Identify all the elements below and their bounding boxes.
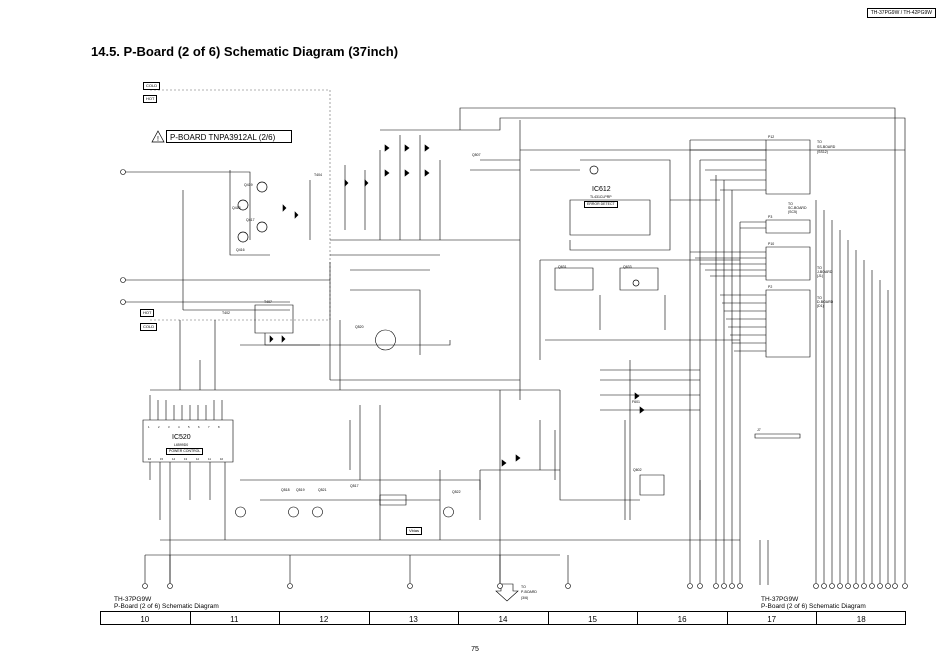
column-number: 17 — [767, 615, 777, 624]
sc-dest-3: (SC5) — [788, 210, 798, 214]
column-number: 13 — [408, 615, 418, 624]
svg-text:!: ! — [157, 136, 159, 143]
part-q631: Q631 — [558, 265, 567, 269]
column-number: 10 — [140, 615, 150, 624]
part-q517: Q517 — [350, 484, 359, 488]
column-divider — [547, 611, 549, 625]
part-q633: Q633 — [623, 265, 632, 269]
column-number: 11 — [230, 615, 239, 624]
part-t404: T404 — [314, 173, 322, 177]
ic612-name: IC612 — [592, 186, 611, 193]
svg-text:3: 3 — [168, 425, 170, 429]
svg-text:7: 7 — [208, 425, 210, 429]
column-divider — [189, 611, 191, 625]
part-q416: Q416 — [236, 248, 245, 252]
column-divider — [726, 611, 728, 625]
part-q417: Q417 — [246, 218, 255, 222]
ic612-part: TL431CLPRP — [590, 195, 612, 199]
svg-text:15: 15 — [160, 457, 164, 461]
svg-text:11: 11 — [208, 457, 211, 461]
part-q520: Q520 — [355, 325, 364, 329]
j-dest-3: (J1) — [817, 274, 824, 278]
svg-text:1: 1 — [148, 425, 150, 429]
part-q519: Q519 — [296, 488, 305, 492]
part-t402: T402 — [222, 311, 230, 315]
svg-text:10: 10 — [220, 457, 224, 461]
svg-text:12: 12 — [196, 457, 200, 461]
svg-text:2: 2 — [158, 425, 160, 429]
part-q522: Q522 — [452, 490, 461, 494]
d-dest-3: (D1) — [817, 304, 824, 308]
part-q507: Q507 — [472, 153, 481, 157]
svg-text:5: 5 — [188, 425, 190, 429]
part-q518: Q518 — [281, 488, 290, 492]
j-dest-2: J-BOARD — [817, 270, 833, 274]
footer-right-desc: P-Board (2 of 6) Schematic Diagram — [761, 603, 866, 610]
svg-text:8: 8 — [218, 425, 220, 429]
svg-text:4: 4 — [178, 425, 180, 429]
column-number: 12 — [319, 615, 329, 624]
column-divider — [279, 611, 281, 625]
sc-dest-2: SC-BOARD — [788, 206, 807, 210]
cold-tag-bottom: COLD — [140, 323, 158, 331]
connector-p10: P10 — [768, 242, 775, 246]
ss-dest-2: SS-BOARD — [817, 145, 836, 149]
ic520-part: L6599D0 — [174, 443, 189, 447]
footer-left-desc: P-Board (2 of 6) Schematic Diagram — [114, 603, 219, 610]
svg-text:6: 6 — [198, 425, 200, 429]
connector-p12: P12 — [768, 135, 775, 139]
part-q419: Q419 — [244, 183, 253, 187]
sc-dest-1: TO — [788, 202, 793, 206]
column-divider — [368, 611, 370, 625]
ss-dest-3: (SS12) — [817, 150, 828, 154]
column-number: 15 — [588, 615, 597, 624]
connector-j7: J7 — [757, 428, 761, 432]
ic520-desc: POWER CONTROL — [166, 448, 204, 455]
board-title-box: P-BOARD TNPA3912AL (2/6) — [166, 130, 292, 143]
svg-text:16: 16 — [148, 457, 152, 461]
column-number: 18 — [856, 615, 866, 624]
column-divider — [816, 611, 818, 625]
cold-tag-top: COLD — [143, 82, 161, 90]
j-dest-1: TO — [817, 266, 822, 270]
footer-right-model: TH-37PG9W — [761, 596, 799, 603]
part-t407: T407 — [264, 300, 272, 304]
hot-tag-bottom: HOT — [140, 309, 155, 317]
column-divider — [458, 611, 460, 625]
column-number: 14 — [498, 615, 508, 624]
vbias-box: Vbias — [406, 527, 423, 535]
model-tag: TH-37PG9W / TH-42PG9W — [866, 8, 936, 18]
warning-icon: ! — [151, 130, 165, 143]
page-number: 75 — [471, 646, 479, 653]
hot-tag-top: HOT — [143, 95, 158, 103]
page-title: 14.5. P-Board (2 of 6) Schematic Diagram… — [91, 44, 399, 59]
connector-p2: P2 — [768, 285, 773, 289]
d-dest-2: D-BOARD — [817, 300, 834, 304]
footer-left-model: TH-37PG9W — [114, 596, 152, 603]
svg-text:13: 13 — [184, 457, 188, 461]
d-dest-1: TO — [817, 296, 822, 300]
p-dest-1: TO — [521, 585, 526, 589]
column-grid — [100, 611, 906, 625]
svg-text:14: 14 — [172, 457, 176, 461]
p-dest-3: (3/6) — [521, 596, 529, 600]
ss-dest-1: TO — [817, 140, 822, 144]
part-q418: Q418 — [232, 206, 241, 210]
part-fuse: F601 — [632, 400, 640, 404]
column-number: 16 — [677, 615, 687, 624]
part-q602: Q602 — [633, 468, 642, 472]
ic520-name: IC520 — [172, 434, 191, 441]
part-q521: Q521 — [318, 488, 327, 492]
p-dest-2: P-BOARD — [521, 590, 537, 594]
column-divider — [637, 611, 639, 625]
ic612-desc: ERROR DETECT — [584, 201, 618, 208]
connector-p3: P3 — [768, 215, 773, 219]
